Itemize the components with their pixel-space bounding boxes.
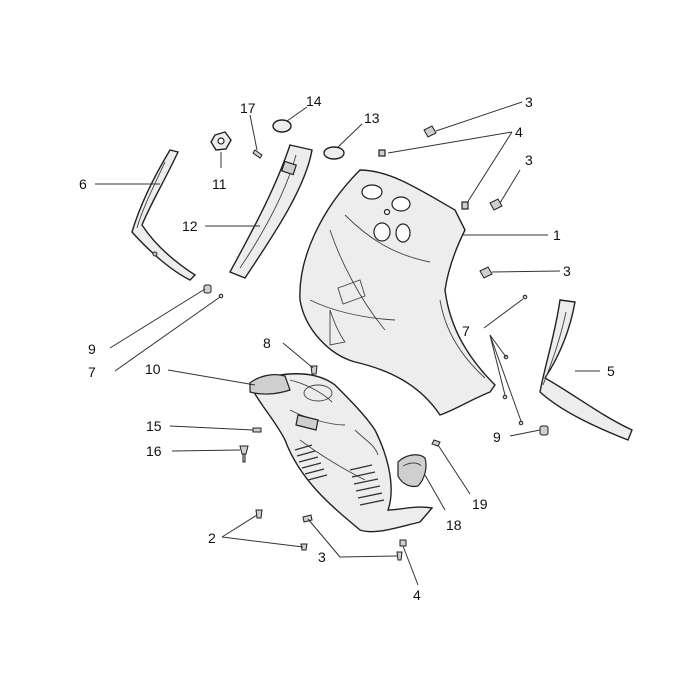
part-small-screw: [252, 149, 263, 159]
callout-18: 18: [446, 517, 462, 533]
grille-right: [349, 464, 385, 506]
callout-17: 17: [240, 100, 256, 116]
callout-11: 11: [212, 176, 227, 192]
callout-3-bottom: 3: [318, 549, 326, 565]
callout-3-upper-right: 3: [525, 152, 533, 168]
part-hex-nut: [210, 131, 232, 151]
callout-1: 1: [553, 227, 561, 243]
part-oring-large: [323, 146, 345, 160]
callout-16: 16: [146, 443, 162, 459]
part-lower-leg-shield: [249, 373, 434, 533]
part-left-trim-strip: [131, 149, 197, 281]
callout-19: 19: [472, 496, 488, 512]
part-front-shield: [299, 169, 496, 416]
callout-10: 10: [145, 361, 161, 377]
part-center-strip: [229, 144, 313, 279]
callout-6: 6: [79, 176, 87, 192]
grille-left: [294, 444, 328, 481]
part-right-trim-strip: [539, 299, 633, 441]
part-small-cover: [397, 454, 427, 488]
callout-8: 8: [263, 335, 271, 351]
callout-3-right: 3: [563, 263, 571, 279]
callout-12: 12: [182, 218, 198, 234]
callout-15: 15: [146, 418, 162, 434]
callout-4-top: 4: [515, 124, 523, 140]
fasteners: [203, 125, 549, 561]
callout-13: 13: [364, 110, 380, 126]
part-oring-small: [272, 119, 292, 133]
callout-9-left: 9: [88, 341, 96, 357]
callout-2: 2: [208, 530, 216, 546]
callout-4-bottom: 4: [413, 587, 421, 603]
callout-9-right: 9: [493, 429, 501, 445]
callout-14: 14: [306, 93, 322, 109]
leader-lines: [95, 101, 600, 586]
callout-3-top: 3: [525, 94, 533, 110]
callout-7-left: 7: [88, 364, 96, 380]
callout-7-right: 7: [462, 323, 470, 339]
callout-5: 5: [607, 363, 615, 379]
callout-numbers: 1 2 3 3 3 3 4 4 5 6 7 7 8 9 9 10 11 12 1…: [79, 93, 615, 603]
